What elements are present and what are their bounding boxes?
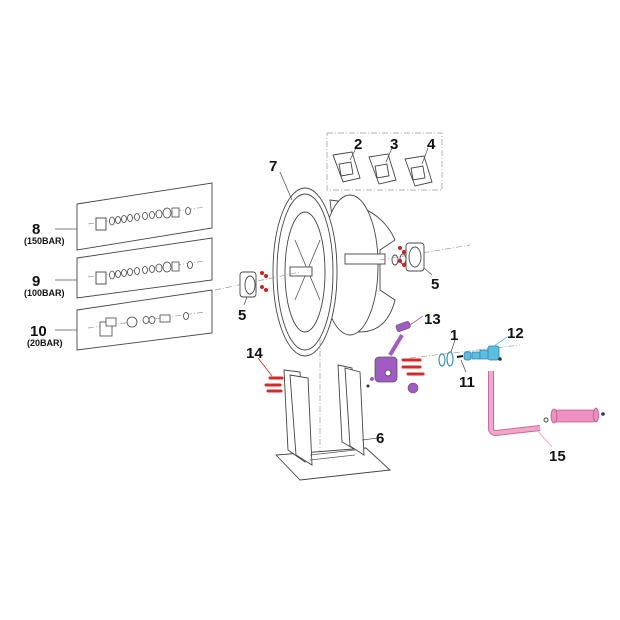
- label-4: 4: [427, 136, 436, 153]
- label-9: 9: [32, 273, 40, 290]
- label-14: 14: [246, 345, 263, 362]
- bearing-5-right: [398, 242, 433, 276]
- label-12: 12: [507, 325, 524, 342]
- label-3: 3: [390, 136, 398, 153]
- label-10: 10: [30, 323, 47, 340]
- label-8: 8: [32, 221, 40, 238]
- accessory-box: [326, 132, 443, 191]
- label-9-pressure: (100BAR): [24, 288, 65, 298]
- label-8-pressure: (150BAR): [24, 236, 65, 246]
- label-11: 11: [459, 374, 475, 391]
- label-2: 2: [354, 136, 362, 153]
- frame-stand-6: [275, 364, 392, 481]
- plate-2: [332, 151, 361, 183]
- swivel-block-13: [366, 315, 425, 394]
- label-5-left: 5: [238, 307, 246, 324]
- label-15: 15: [549, 448, 566, 465]
- bearing-5-left: [239, 271, 268, 306]
- plate-3: [368, 153, 397, 185]
- label-5-right: 5: [431, 276, 439, 293]
- label-13: 13: [424, 311, 441, 328]
- accessory-plates-group: [326, 132, 443, 191]
- o-rings-1: [438, 339, 456, 367]
- plate-4: [404, 155, 433, 187]
- crank-handle-15: [488, 371, 605, 448]
- swivel-joint-12: [471, 336, 508, 361]
- label-7: 7: [269, 158, 277, 175]
- reel-drum-7: [272, 187, 407, 357]
- label-10-pressure: (20BAR): [27, 338, 63, 348]
- label-1: 1: [450, 327, 458, 344]
- valve-panel-10: [55, 289, 213, 351]
- label-6: 6: [376, 430, 384, 447]
- mounting-bolts-14: [264, 376, 284, 393]
- seal-11: [456, 351, 472, 373]
- valve-panel-9: [55, 237, 213, 299]
- valve-panel-8: [55, 182, 213, 251]
